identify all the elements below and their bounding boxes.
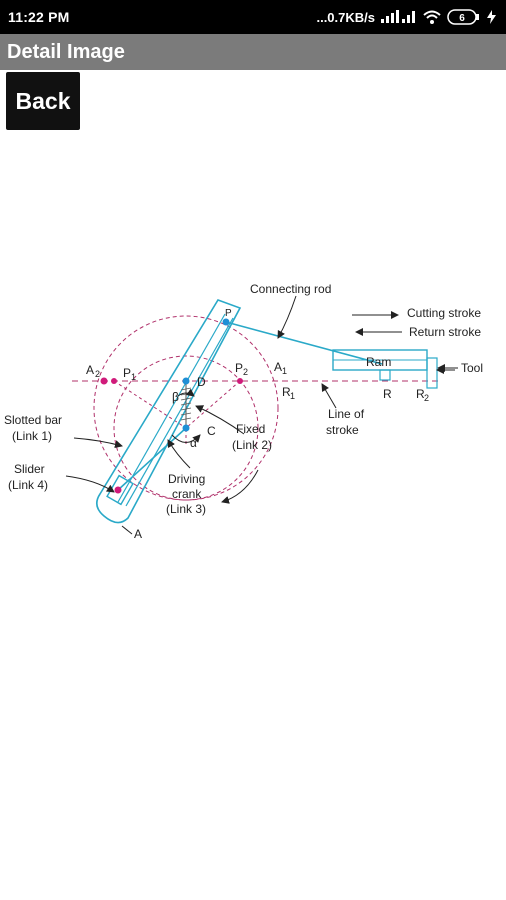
point-p2 — [237, 378, 243, 384]
slot-line-b — [125, 317, 234, 507]
point-d — [182, 377, 190, 385]
label-p: P — [225, 308, 232, 319]
label-line-of-stroke-2: stroke — [326, 423, 359, 437]
label-p2: P — [235, 361, 243, 375]
label-p2-sub: 2 — [243, 367, 248, 377]
status-time: 11:22 PM — [8, 9, 70, 25]
ram-tool-post — [379, 369, 391, 381]
network-speed: ...0.7KB/s — [316, 9, 375, 25]
label-d: D — [197, 375, 206, 389]
slotted-bar — [96, 299, 242, 524]
page-title: Detail Image — [7, 40, 125, 63]
label-driving-3: (Link 3) — [166, 502, 206, 516]
point-p — [222, 318, 230, 326]
label-fixed-1: Fixed — [236, 422, 265, 436]
label-beta: β — [172, 390, 179, 404]
point-p1 — [111, 378, 117, 384]
battery-icon: 6 — [447, 9, 481, 25]
driving-crank-leader — [167, 439, 191, 469]
angle-beta-arc — [177, 388, 195, 397]
line-of-stroke-leader — [321, 383, 337, 409]
label-fixed-2: (Link 2) — [232, 438, 272, 452]
label-tool: Tool — [461, 361, 483, 375]
label-a: A — [134, 527, 142, 541]
app-bar: Detail Image — [0, 34, 506, 70]
driving-crank — [117, 427, 187, 491]
label-connecting-rod: Connecting rod — [250, 282, 331, 296]
connecting-rod — [225, 321, 383, 365]
status-icons: ...0.7KB/s 6 — [316, 9, 496, 25]
diagram-svg: Connecting rod Cutting stroke Return str… — [4, 282, 483, 541]
charging-icon — [487, 10, 496, 24]
label-r1: R — [282, 385, 291, 399]
label-driving-2: crank — [172, 487, 202, 501]
crank-rotation-arrow — [221, 469, 259, 504]
label-r2-sub: 2 — [424, 393, 429, 403]
label-cutting-stroke: Cutting stroke — [407, 306, 481, 320]
back-button[interactable]: Back — [6, 72, 80, 130]
mechanism-diagram: Connecting rod Cutting stroke Return str… — [0, 270, 506, 550]
point-a — [114, 486, 122, 494]
angle-alpha-arc — [171, 434, 201, 443]
hd-signal-icon — [381, 10, 417, 24]
label-r1-sub: 1 — [290, 391, 295, 401]
label-slotted-bar-1: Slotted bar — [4, 413, 62, 427]
label-c: C — [207, 424, 216, 438]
label-slotted-bar-2: (Link 1) — [12, 429, 52, 443]
point-a2 — [100, 377, 108, 385]
label-alpha: α — [190, 436, 197, 450]
label-a2: A — [86, 363, 94, 377]
extreme-line-right — [185, 380, 241, 429]
label-slider-1: Slider — [14, 462, 45, 476]
connecting-rod-leader — [277, 295, 297, 339]
label-return-stroke: Return stroke — [409, 325, 481, 339]
slotted-bar-leader — [73, 437, 123, 449]
crank-circle — [113, 355, 259, 501]
slot-line-a — [117, 313, 226, 503]
battery-level: 6 — [459, 13, 465, 24]
a-leader — [121, 525, 133, 535]
extreme-line-left — [113, 380, 187, 429]
tool-holder — [426, 357, 438, 389]
label-ram: Ram — [366, 355, 391, 369]
label-a1: A — [274, 360, 282, 374]
outer-stroke-circle — [93, 315, 279, 501]
label-p1-sub: 1 — [131, 372, 136, 382]
label-a1-sub: 1 — [282, 366, 287, 376]
label-r2: R — [416, 387, 425, 401]
status-bar: 11:22 PM ...0.7KB/s — [0, 0, 506, 34]
label-slider-2: (Link 4) — [8, 478, 48, 492]
wifi-icon — [423, 10, 441, 24]
label-driving-1: Driving — [168, 472, 205, 486]
label-p1: P — [123, 366, 131, 380]
label-r: R — [383, 387, 392, 401]
label-line-of-stroke-1: Line of — [328, 407, 365, 421]
label-a2-sub: 2 — [95, 369, 100, 379]
fixed-leader — [195, 405, 245, 435]
slider-leader — [65, 475, 115, 493]
point-c — [182, 424, 190, 432]
